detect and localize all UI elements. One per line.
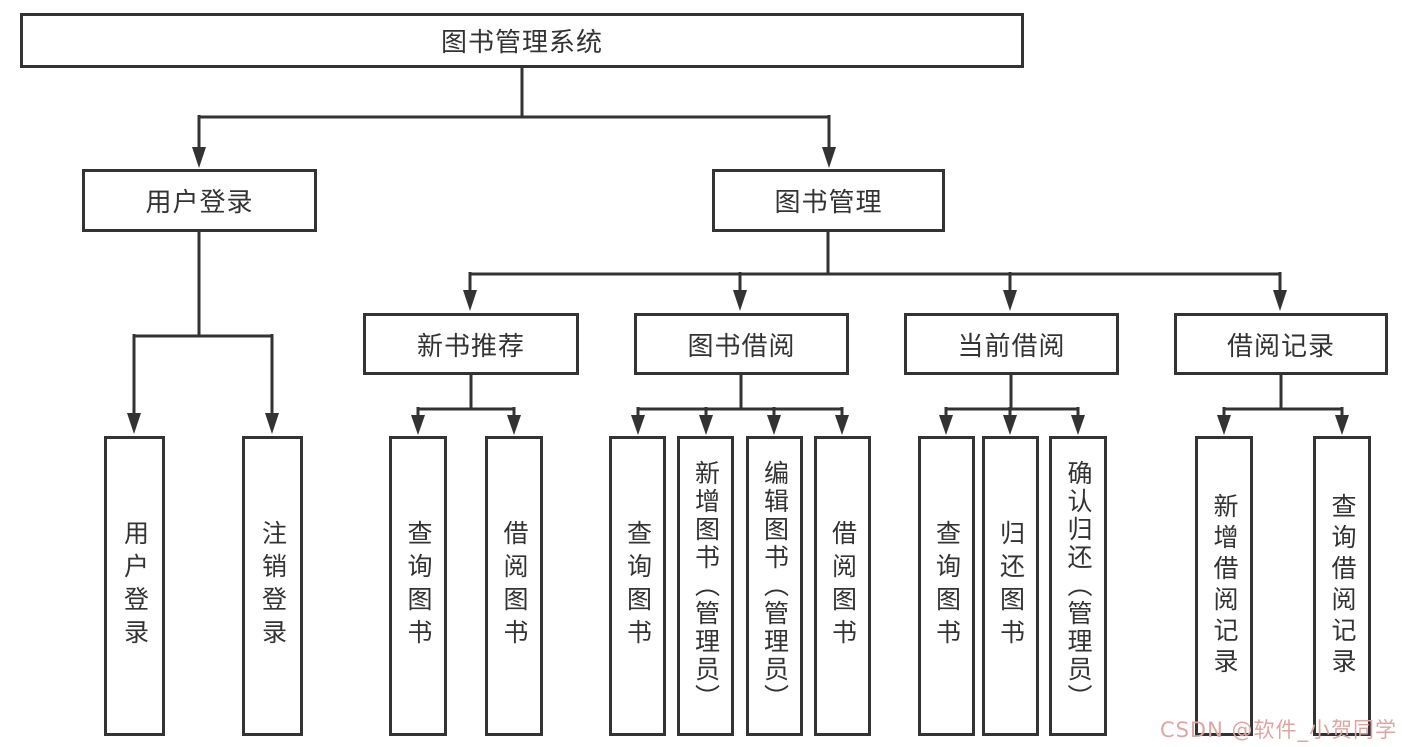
leaf-logout: 注销登录	[242, 436, 303, 736]
leaf-borrow-book-recommend: 借阅图书	[485, 436, 543, 736]
leaf-search-book-borrow: 查询图书	[609, 436, 666, 736]
connector-book-management-split	[463, 232, 1287, 311]
leaf-search-book-current: 查询图书	[918, 436, 975, 736]
node-book-borrow: 图书借阅	[634, 313, 849, 375]
leaf-edit-book-admin: 编辑图书（管理员）	[746, 436, 803, 736]
connector-record-split	[1217, 375, 1349, 435]
node-user-login: 用户登录	[82, 169, 317, 232]
leaf-add-book-admin: 新增图书（管理员）	[677, 436, 734, 736]
node-library-management-system: 图书管理系统	[20, 13, 1024, 68]
leaf-confirm-return-admin: 确认归还（管理员）	[1049, 436, 1107, 736]
connector-current-split	[939, 375, 1085, 435]
leaf-search-book-recommend: 查询图书	[389, 436, 447, 736]
connector-borrow-split	[631, 375, 849, 435]
watermark: CSDN @软件_小贺同学	[1159, 718, 1397, 742]
node-current-borrow: 当前借阅	[904, 313, 1119, 375]
node-new-book-recommend: 新书推荐	[363, 313, 579, 375]
leaf-return-book: 归还图书	[982, 436, 1039, 736]
node-book-management: 图书管理	[712, 169, 945, 232]
leaf-borrow-book: 借阅图书	[814, 436, 871, 736]
connector-recommend-split	[411, 375, 521, 435]
node-borrow-record: 借阅记录	[1174, 313, 1388, 375]
leaf-user-login: 用户登录	[104, 436, 165, 736]
connector-user-login-split	[127, 232, 279, 434]
connector-root-split	[192, 68, 836, 168]
leaf-search-borrow-record: 查询借阅记录	[1313, 436, 1371, 736]
leaf-add-borrow-record: 新增借阅记录	[1195, 436, 1253, 736]
